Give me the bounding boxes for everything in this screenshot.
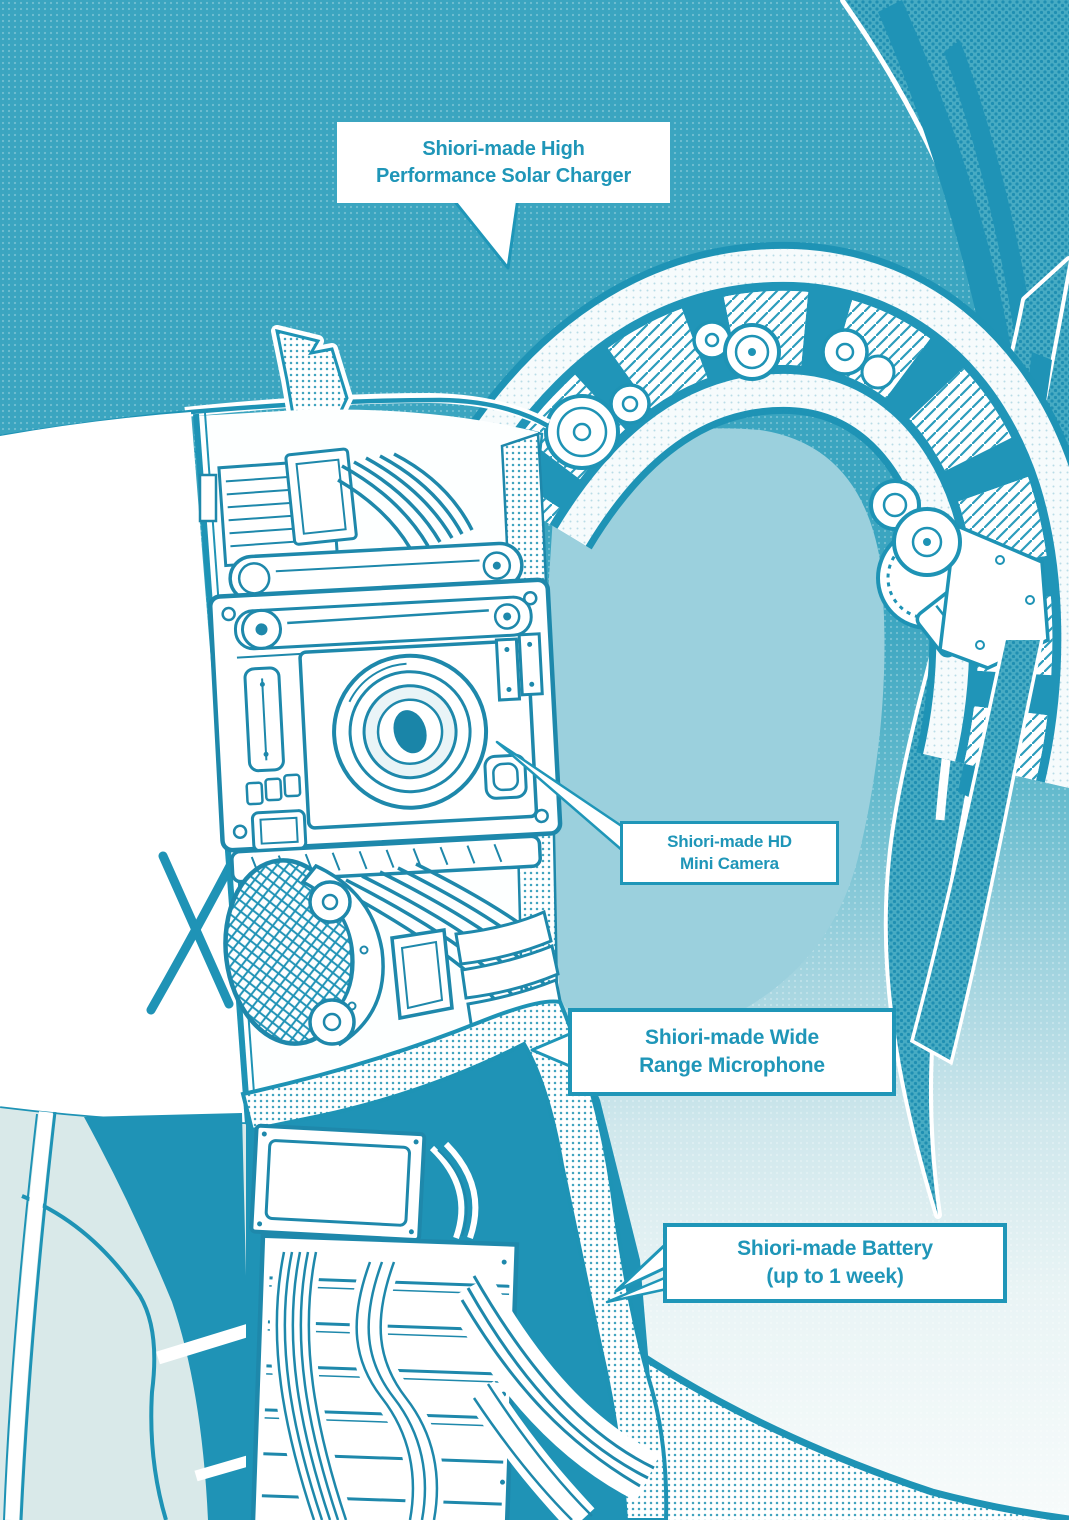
- neck-box: [249, 1123, 427, 1243]
- callout-hd-mini-camera-line1: Shiori-made HD: [667, 831, 792, 851]
- microphone-assembly: [223, 858, 563, 1047]
- callout-wide-range-microphone: Shiori-made Wide Range Microphone: [568, 1008, 896, 1096]
- camera-lens: [332, 653, 489, 810]
- cable-bundle-left: [269, 1247, 352, 1520]
- callout-battery-line2: (up to 1 week): [766, 1265, 904, 1288]
- callout-battery: Shiori-made Battery (up to 1 week): [663, 1223, 1007, 1303]
- callout-battery-line1: Shiori-made Battery: [737, 1237, 933, 1261]
- ahoge: [271, 325, 353, 438]
- callout-solar-charger: Shiori-made High Performance Solar Charg…: [337, 122, 670, 203]
- back-wedge: [595, 1323, 1069, 1520]
- callout-solar-charger-line2: Performance Solar Charger: [375, 164, 632, 187]
- callout-wide-range-microphone-line1: Shiori-made Wide: [645, 1026, 819, 1050]
- camera-unit: [208, 577, 563, 853]
- cable-coil-upper: [337, 452, 474, 549]
- callout-wide-range-microphone-line2: Range Microphone: [639, 1054, 825, 1077]
- arm-joints: [544, 320, 1050, 670]
- hair-overlap-strand: [909, 636, 1045, 1066]
- cable-fan-right: [445, 1275, 660, 1520]
- cable-wrap: [349, 1255, 444, 1520]
- neck-edge-ribbon: [240, 999, 669, 1520]
- shoulder: [0, 1108, 264, 1520]
- hairpin-x-icon: [146, 851, 236, 1015]
- head-machinery: [193, 409, 563, 1125]
- callout-hd-mini-camera: Shiori-made HD Mini Camera: [620, 821, 839, 885]
- neck-components: [249, 1123, 660, 1520]
- callout-hd-mini-camera-line2: Mini Camera: [680, 854, 779, 873]
- callout-solar-charger-line1: Shiori-made High: [422, 138, 585, 161]
- hinge-plate: [284, 447, 358, 546]
- solar-charger-arm: [518, 320, 1050, 1066]
